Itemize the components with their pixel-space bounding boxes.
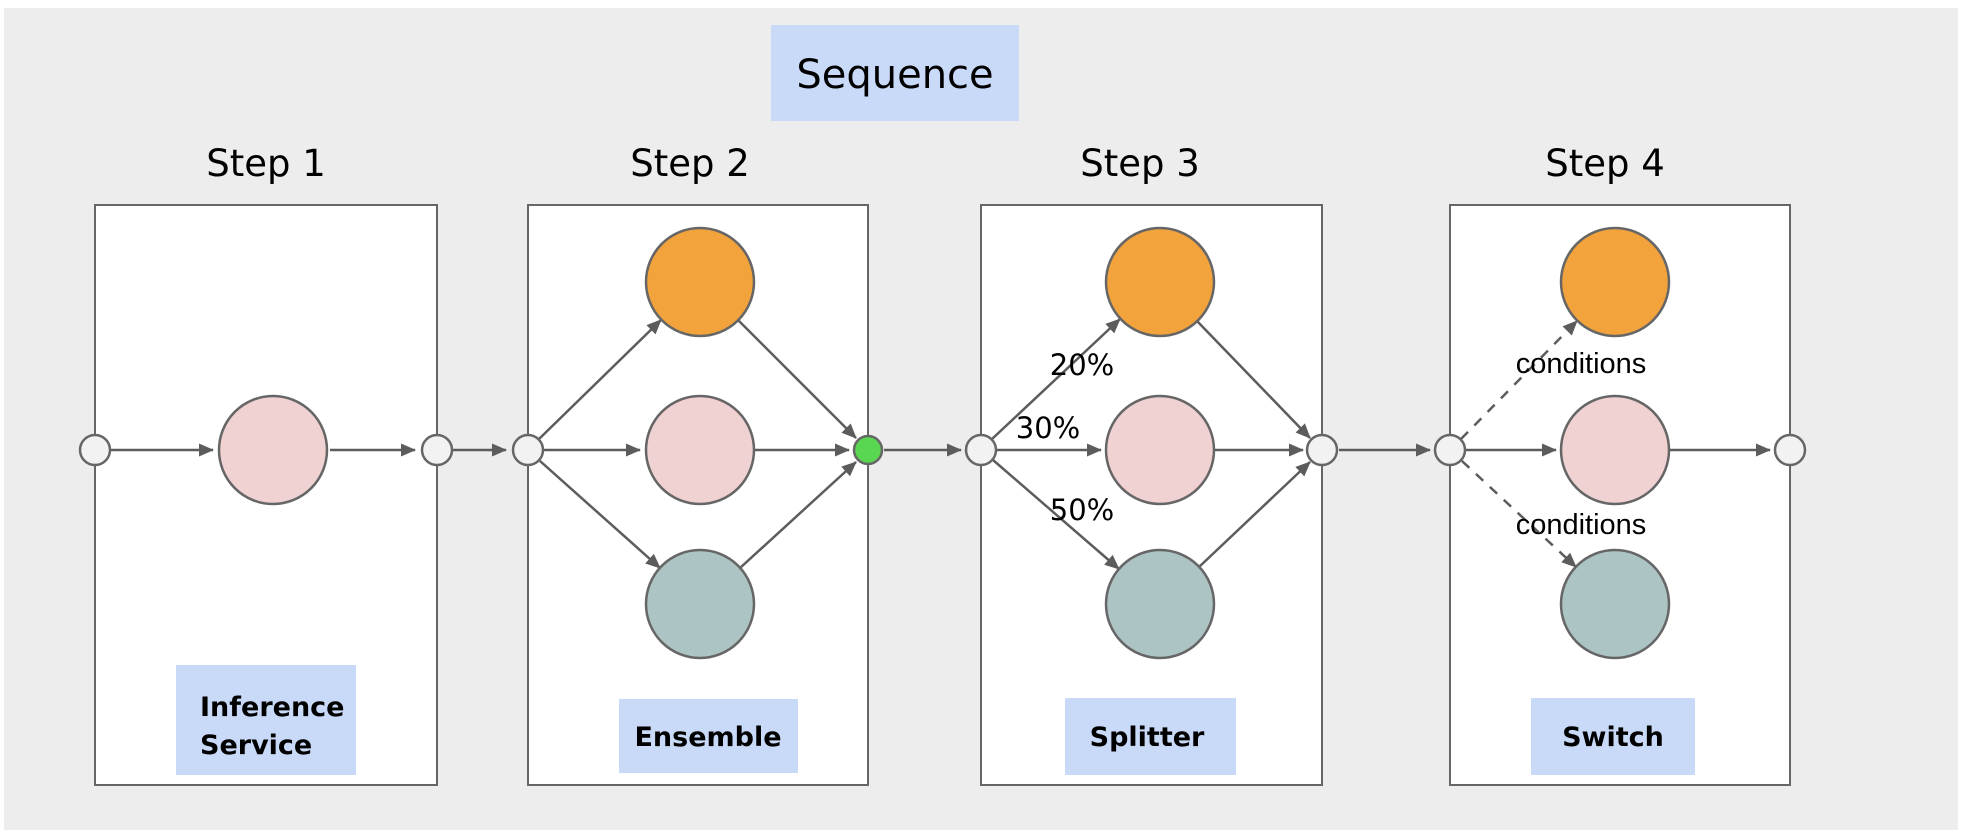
- step3-pattern-label: Splitter: [1090, 722, 1205, 753]
- step3-service-node-orange: [1104, 226, 1216, 338]
- step2-merge-node-green: [852, 434, 884, 466]
- step1-output-node: [420, 433, 454, 467]
- step2-title: Step 2: [630, 142, 750, 185]
- edge-step3-split-20: [991, 318, 1121, 440]
- step2-input-node: [511, 433, 545, 467]
- step3-input-node: [964, 433, 998, 467]
- step3-output-node: [1305, 433, 1339, 467]
- step1-title: Step 1: [206, 142, 326, 185]
- split-label-20pct: 20%: [1050, 348, 1114, 382]
- edge-step2-fork-bottom: [539, 460, 661, 569]
- split-label-50pct: 50%: [1050, 493, 1114, 527]
- step3-title: Step 3: [1080, 142, 1200, 185]
- step2-pattern-label-box: [619, 699, 798, 773]
- edge-step2-join-top: [737, 319, 857, 439]
- step1-service-node-pink: [217, 394, 329, 506]
- condition-label-bottom: conditions: [1516, 509, 1647, 541]
- edge-step3-join-top: [1196, 320, 1311, 439]
- step4-pattern-label-box: [1531, 698, 1695, 775]
- step3-pattern-label-box: [1065, 698, 1236, 775]
- edge-step4-condition-top: [1460, 320, 1578, 440]
- step4-pattern-label: Switch: [1562, 722, 1664, 753]
- condition-label-top: conditions: [1516, 348, 1647, 380]
- step4-service-node-pink: [1559, 394, 1671, 506]
- edge-step3-join-bottom: [1198, 461, 1311, 568]
- step3-service-node-pink: [1104, 394, 1216, 506]
- sequence-title: Sequence: [796, 52, 993, 98]
- step4-title: Step 4: [1545, 142, 1665, 185]
- edge-step3-split-50: [992, 459, 1120, 570]
- edge-step2-join-bottom: [739, 461, 857, 569]
- step3-service-node-teal: [1104, 548, 1216, 660]
- step1-pattern-label-box: [176, 665, 356, 775]
- step2-service-node-orange: [644, 226, 756, 338]
- step2-pattern-label: Ensemble: [634, 722, 781, 753]
- step1-input-node: [78, 433, 112, 467]
- step4-service-node-orange: [1559, 226, 1671, 338]
- edge-step2-fork-top: [538, 319, 662, 440]
- step4-output-node: [1773, 433, 1807, 467]
- split-label-30pct: 30%: [1016, 411, 1080, 445]
- sequence-title-box: [771, 25, 1019, 121]
- step2-service-node-pink: [644, 394, 756, 506]
- step4-input-node: [1433, 433, 1467, 467]
- step2-service-node-teal: [644, 548, 756, 660]
- step1-pattern-label-line2: Service: [200, 730, 312, 761]
- edge-step4-condition-bottom: [1461, 460, 1577, 568]
- step1-pattern-label-line1: Inference: [200, 692, 345, 723]
- step4-service-node-teal: [1559, 548, 1671, 660]
